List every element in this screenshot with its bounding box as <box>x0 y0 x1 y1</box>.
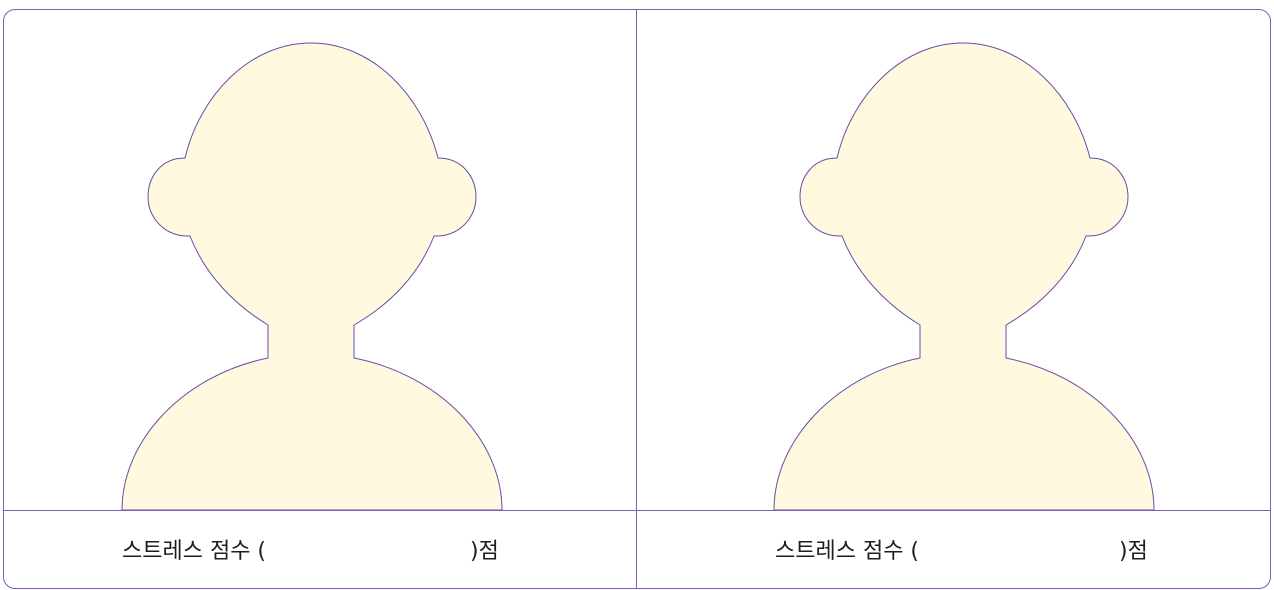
person-silhouette-icon <box>773 42 1155 511</box>
person-silhouette-icon <box>121 42 503 511</box>
panel-divider-vertical <box>636 9 637 589</box>
score-label-open: 스트레스 점수 ( <box>775 539 920 564</box>
score-answer-blank <box>956 537 1116 567</box>
stress-score-caption: 스트레스 점수 ( )점 <box>3 537 637 567</box>
score-label-close: )점 <box>1119 539 1148 564</box>
figure-area-left <box>121 42 503 511</box>
panel-right: 스트레스 점수 ( )점 <box>637 9 1271 589</box>
stress-score-caption: 스트레스 점수 ( )점 <box>637 537 1271 567</box>
panel-divider-horizontal <box>3 510 1271 511</box>
worksheet-frame <box>3 9 1271 589</box>
panel-left: 스트레스 점수 ( )점 <box>3 9 637 589</box>
score-label-close: )점 <box>470 539 499 564</box>
score-answer-blank <box>303 537 468 567</box>
figure-area-right <box>773 42 1155 511</box>
score-label-open: 스트레스 점수 ( <box>122 539 267 564</box>
